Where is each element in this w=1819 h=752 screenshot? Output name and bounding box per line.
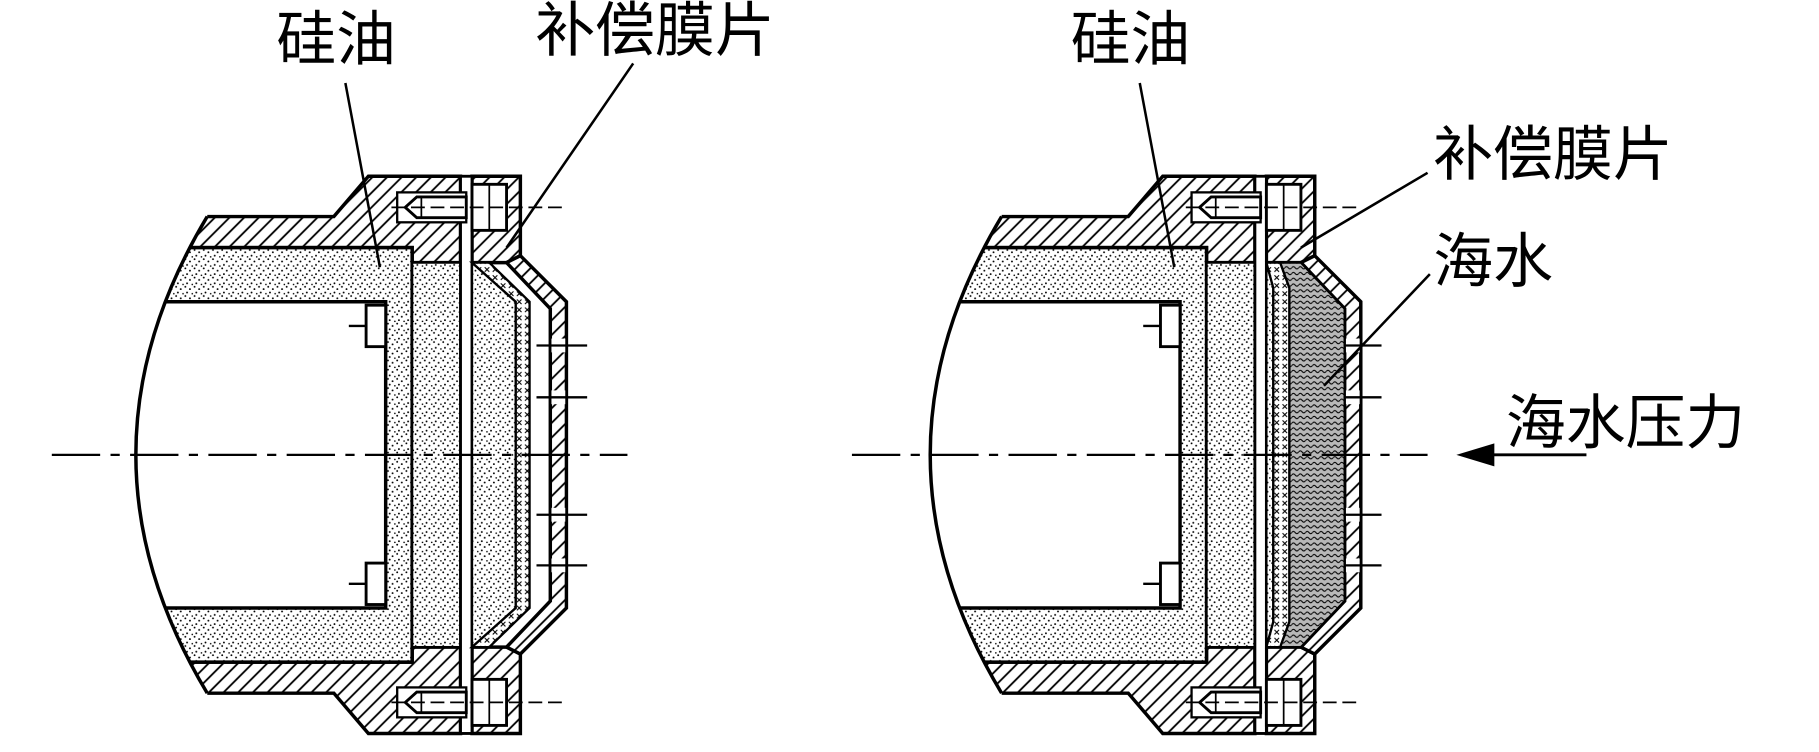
protective-cover [503, 253, 588, 657]
seawater-pressure-arrow [1456, 443, 1587, 467]
leader-seawater [1323, 273, 1431, 387]
label-diaphragm-left: 补偿膜片 [535, 0, 774, 66]
bolt-bottom [391, 677, 565, 727]
label-seawater: 海水 [1433, 227, 1553, 297]
compensation-diaphragm [469, 261, 531, 649]
inner-notch-bottom [348, 561, 388, 606]
leader-diaphragm-left [505, 62, 635, 249]
seawater-region [1278, 261, 1346, 649]
label-seawater-pressure: 海水压力 [1506, 388, 1745, 458]
label-silicone-oil-left: 硅油 [276, 5, 396, 75]
left-view-diaphragm-region [469, 260, 531, 650]
label-diaphragm-right: 补偿膜片 [1433, 120, 1672, 190]
label-silicone-oil-right: 硅油 [1071, 5, 1191, 75]
inner-notch-top [348, 303, 388, 349]
leader-silicone-oil-right [1138, 82, 1176, 268]
bolt-bottom [1185, 677, 1359, 727]
housing-end-mask [0, 161, 210, 749]
bolt-top [391, 182, 565, 232]
arrowhead-icon [1456, 443, 1495, 467]
inner-notch-bottom [1143, 561, 1182, 606]
bolt-top [1185, 182, 1359, 232]
leader-silicone-oil-left [344, 82, 382, 268]
right-view-diaphragm-region [1264, 261, 1346, 649]
inner-notch-top [1143, 303, 1182, 349]
leader-diaphragm-right [1300, 171, 1429, 249]
